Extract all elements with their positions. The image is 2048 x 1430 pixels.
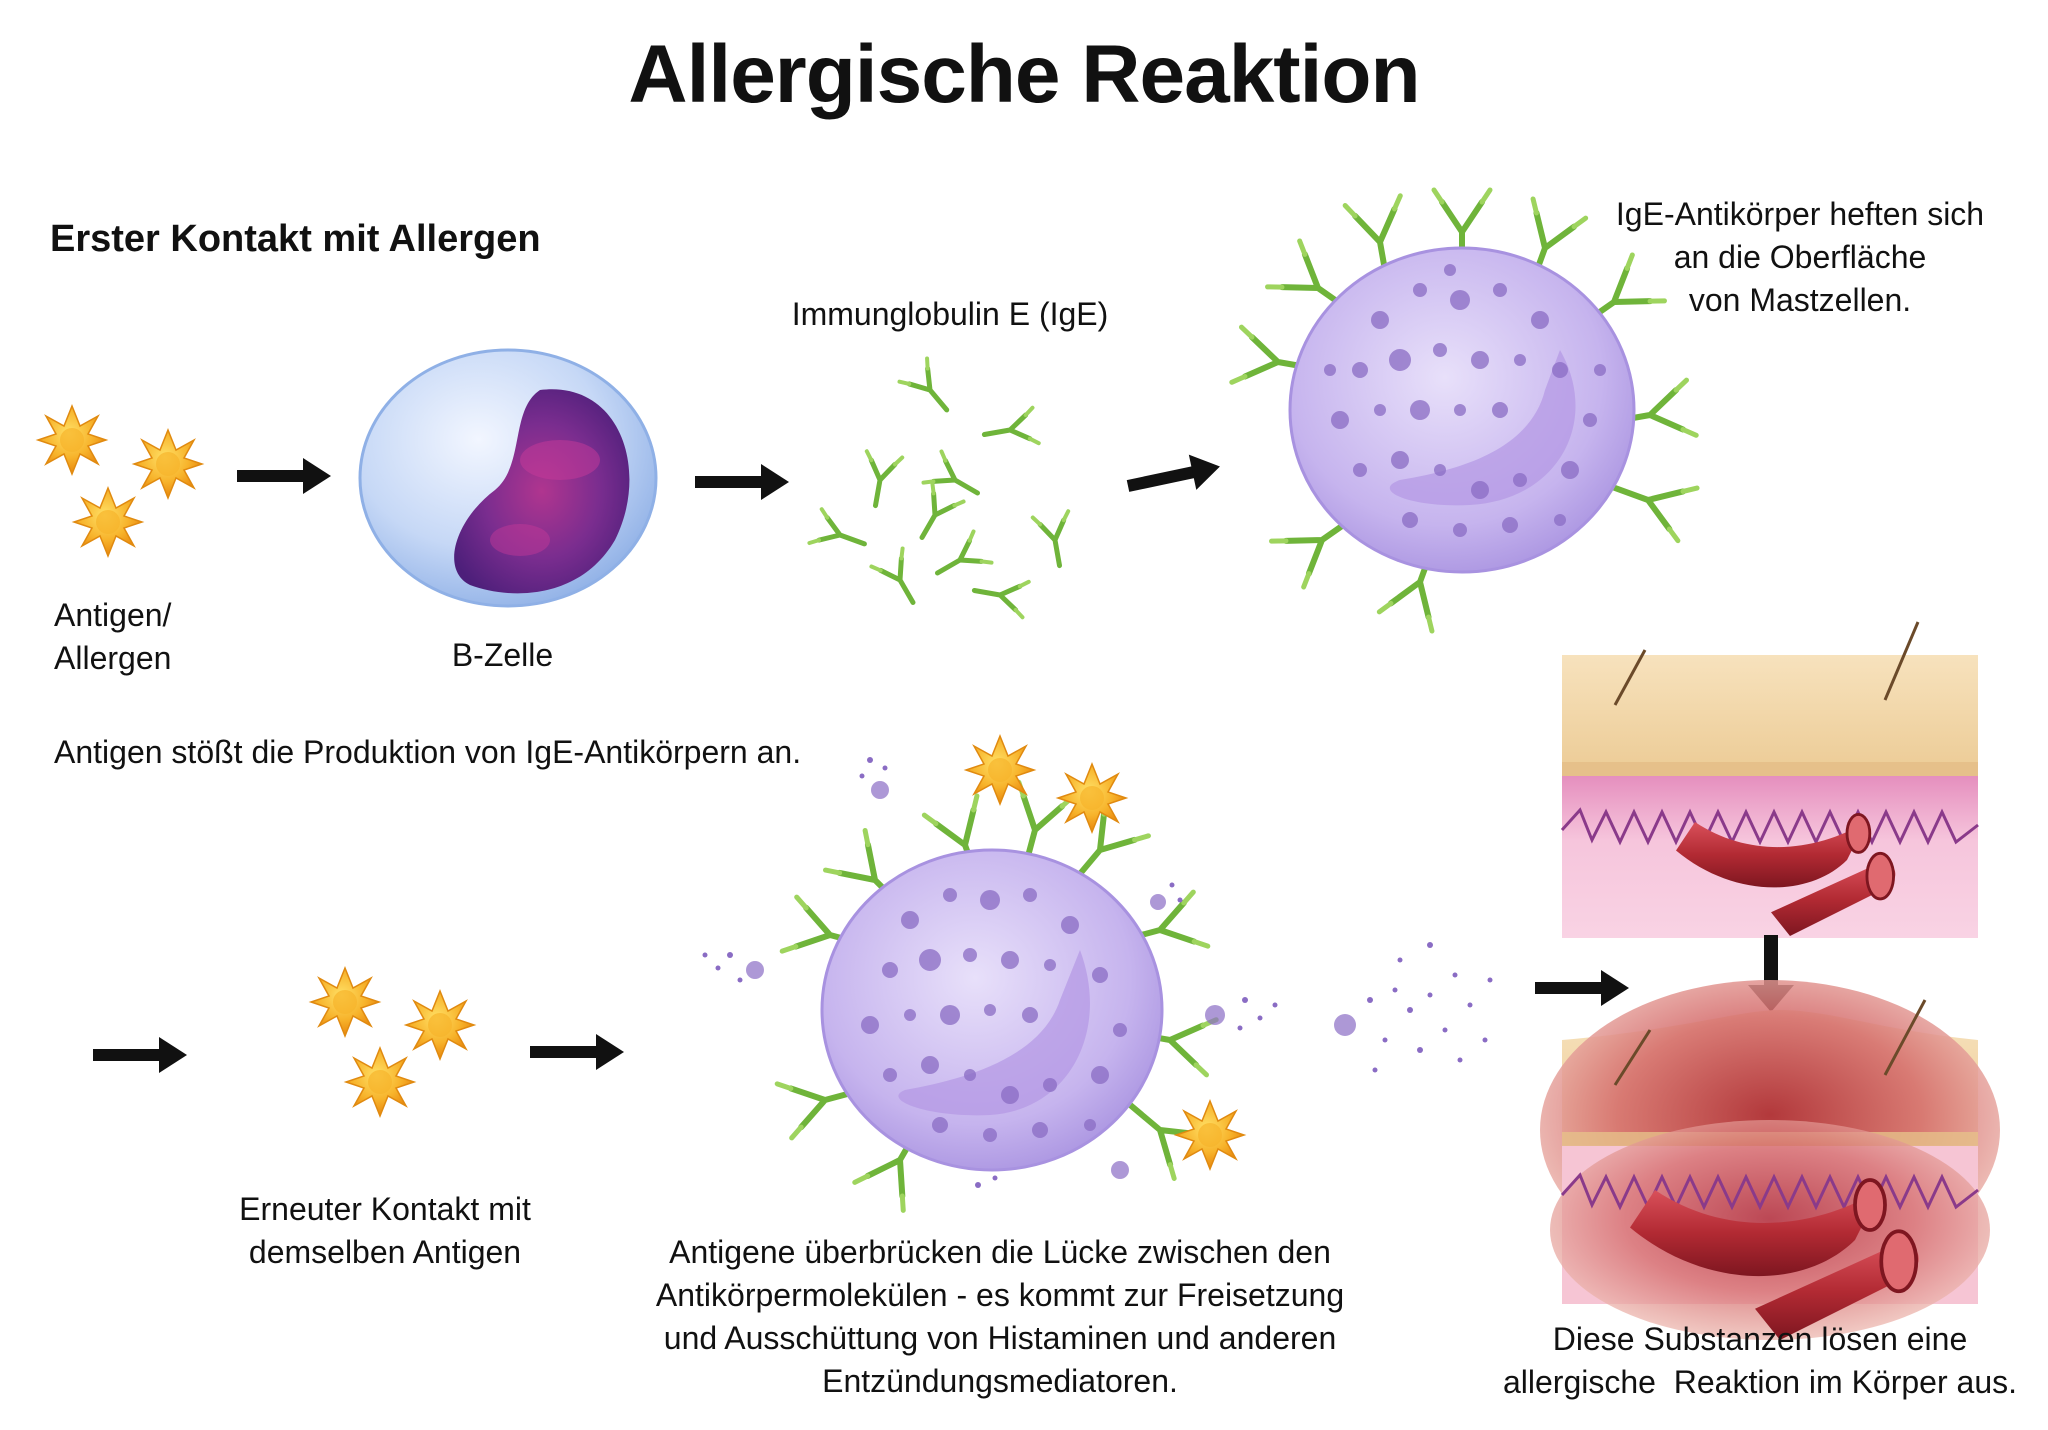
skin-inflamed-panel xyxy=(1540,980,2000,1342)
ige-antibodies xyxy=(809,359,1077,618)
ige-antibody xyxy=(871,548,928,611)
ige-antibody xyxy=(809,509,870,561)
antigen-cluster-2 xyxy=(310,967,475,1117)
ige-antibody xyxy=(906,483,963,546)
label-reaction-line2: allergische Reaktion im Körper aus. xyxy=(1502,1364,2017,1400)
b-cell-nucleus xyxy=(454,389,630,594)
label-ige-attach-line2: an die Oberfläche xyxy=(1673,239,1927,275)
ige-antibody xyxy=(1033,511,1077,568)
antigen-star xyxy=(310,967,380,1037)
label-second-contact: Erneuter Kontakt mit demselben Antigen xyxy=(205,1188,565,1274)
arrow-4 xyxy=(93,1037,187,1073)
label-production: Antigen stößt die Produktion von IgE-Ant… xyxy=(54,734,802,770)
page-title: Allergische Reaktion xyxy=(628,29,1420,120)
label-antigen: Antigen/ Allergen xyxy=(54,594,171,680)
arrow-3 xyxy=(1124,448,1224,504)
label-ige: Immunglobulin E (IgE) xyxy=(791,296,1109,332)
label-bridge-line2: Antikörpermolekülen - es kommt zur Freis… xyxy=(655,1277,1345,1313)
ige-antibody xyxy=(971,573,1028,617)
mast-cell-degranulating xyxy=(777,735,1245,1210)
antigen-star xyxy=(345,1047,415,1117)
label-bridge-line4: Entzündungsmediatoren. xyxy=(822,1363,1178,1399)
antigen-star xyxy=(37,405,107,475)
antigen-star xyxy=(405,990,475,1060)
ige-antibody xyxy=(928,531,991,588)
label-ige-attach: IgE-Antikörper heften sich an die Oberfl… xyxy=(1590,193,2010,322)
ige-antibody xyxy=(899,359,960,422)
arrow-2 xyxy=(695,464,789,500)
label-ige-attach-line1: IgE-Antikörper heften sich xyxy=(1615,196,1985,232)
label-reaction-line1: Diese Substanzen lösen eine xyxy=(1552,1321,1968,1357)
section-heading-first-contact: Erster Kontakt mit Allergen xyxy=(50,218,541,260)
label-reaction: Diese Substanzen lösen eine allergische … xyxy=(1480,1318,2040,1404)
skin-normal-panel xyxy=(1560,621,1979,938)
arrow-1 xyxy=(237,458,331,494)
ige-antibody xyxy=(981,408,1038,452)
mast-cell-sensitized xyxy=(1232,190,1697,631)
label-antigen-line2: Allergen xyxy=(54,640,172,676)
label-ige-attach-line3: von Mastzellen. xyxy=(1688,282,1912,318)
antigen-cluster-1 xyxy=(37,405,203,557)
released-mediators xyxy=(702,757,1493,1188)
antigen-star xyxy=(73,487,143,557)
label-bridge: Antigene überbrücken die Lücke zwischen … xyxy=(630,1231,1370,1403)
label-antigen-line1: Antigen/ xyxy=(54,597,172,633)
arrow-6 xyxy=(1535,970,1629,1006)
label-second-contact-line1: Erneuter Kontakt mit xyxy=(239,1191,531,1227)
b-cell xyxy=(358,348,658,608)
label-bridge-line3: und Ausschüttung von Histaminen und ande… xyxy=(663,1320,1337,1356)
label-b-cell: B-Zelle xyxy=(451,637,554,673)
label-second-contact-line2: demselben Antigen xyxy=(248,1234,522,1270)
ige-antibody xyxy=(858,451,902,508)
antigen-star xyxy=(133,429,203,499)
label-bridge-line1: Antigene überbrücken die Lücke zwischen … xyxy=(669,1234,1331,1270)
arrow-5 xyxy=(530,1034,624,1070)
arrow-down-shaft xyxy=(1764,935,1778,990)
